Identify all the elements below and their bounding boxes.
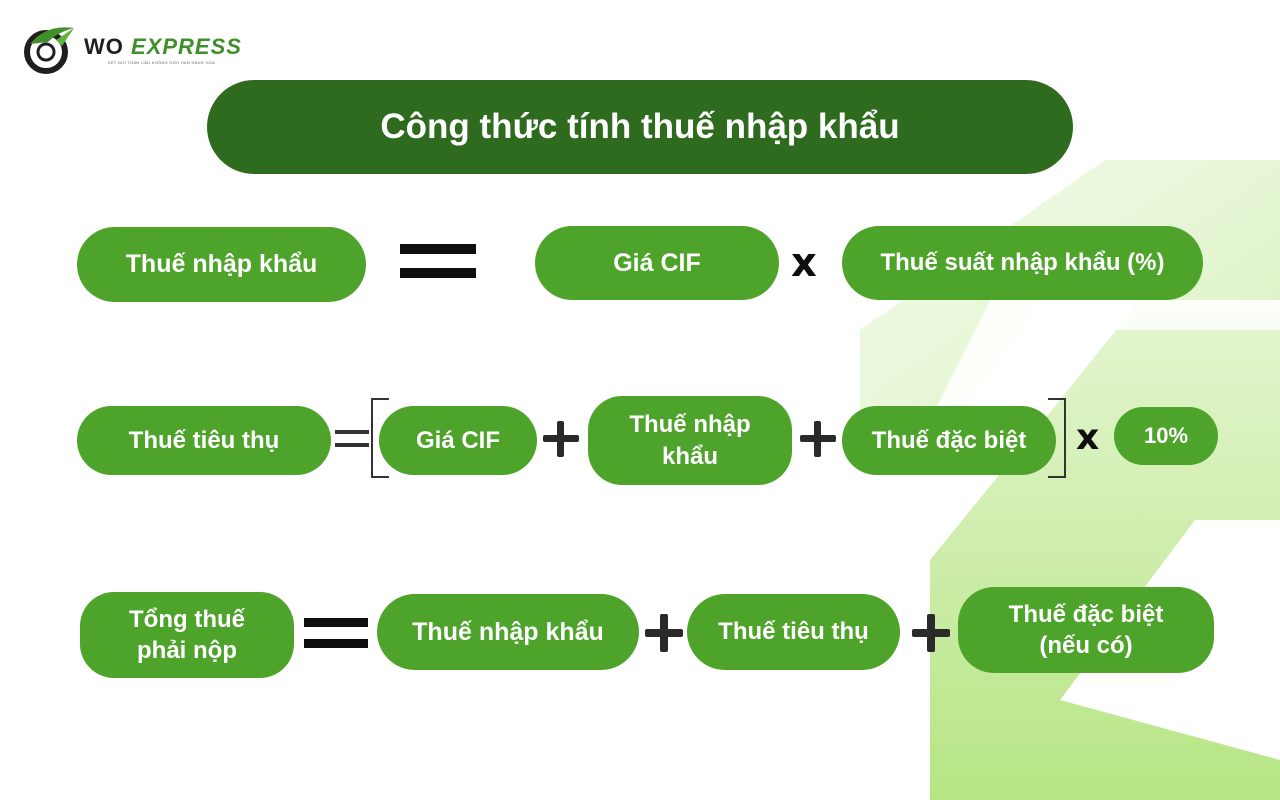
logo-text-express: EXPRESS <box>131 34 242 59</box>
f2-plus1-icon <box>543 421 579 457</box>
page-title: Công thức tính thuế nhập khẩu <box>380 107 900 146</box>
f2-right-bracket <box>1048 398 1066 478</box>
f2-term2-label-line2: khẩu <box>661 442 718 470</box>
f2-term1-label: Giá CIF <box>415 426 500 454</box>
f2-term3-label: Thuế đặc biệt <box>871 426 1027 454</box>
f3-term3-label-line2: (nếu có) <box>1039 632 1133 659</box>
f2-rate-label: 10% <box>1143 422 1189 448</box>
f1-result-label: Thuế nhập khẩu <box>125 250 318 279</box>
f3-equals-icon <box>304 618 368 650</box>
f2-term2-label-line1: Thuế nhập <box>629 411 751 439</box>
f2-term3-pill: Thuế đặc biệt <box>842 406 1056 475</box>
f2-left-bracket <box>371 398 389 478</box>
f3-plus2-icon <box>912 614 950 652</box>
f1-term1-pill: Giá CIF <box>535 226 779 300</box>
f1-term1-label: Giá CIF <box>613 248 701 277</box>
f3-result-label-line2: phải nộp <box>137 637 237 664</box>
f3-result-label-line1: Tổng thuế <box>129 605 245 633</box>
f1-multiply-icon: x <box>791 240 817 286</box>
f2-equals-icon <box>335 430 369 452</box>
f2-result-pill: Thuế tiêu thụ <box>77 406 331 475</box>
brand-logo: WO EXPRESS KẾT NỐI TOÀN CẦU KHÔNG GIỚI H… <box>22 22 252 78</box>
f1-term2-pill: Thuế suất nhập khẩu (%) <box>842 226 1203 300</box>
f3-term2-label: Thuế tiêu thụ <box>718 618 869 646</box>
f3-term3-pill: Thuế đặc biệt (nếu có) <box>958 587 1214 673</box>
f3-term3-label-line1: Thuế đặc biệt <box>1008 600 1164 628</box>
title-banner: Công thức tính thuế nhập khẩu <box>207 80 1073 174</box>
f1-term2-label: Thuế suất nhập khẩu (%) <box>880 249 1165 277</box>
f3-term1-label: Thuế nhập khẩu <box>412 617 604 646</box>
f3-term2-pill: Thuế tiêu thụ <box>687 594 900 670</box>
f2-result-label: Thuế tiêu thụ <box>128 426 280 454</box>
logo-mark-icon <box>24 27 74 74</box>
logo-text-wo: WO <box>84 34 124 59</box>
f2-multiply-icon: x <box>1076 417 1100 458</box>
f2-term2-pill: Thuế nhập khẩu <box>588 396 792 485</box>
f2-rate-pill: 10% <box>1114 407 1218 465</box>
f3-term1-pill: Thuế nhập khẩu <box>377 594 639 670</box>
f2-term1-pill: Giá CIF <box>379 406 537 475</box>
f3-result-pill: Tổng thuế phải nộp <box>80 592 294 678</box>
f3-plus1-icon <box>645 614 683 652</box>
f1-equals-icon <box>400 244 476 280</box>
f2-plus2-icon <box>800 421 836 457</box>
logo-tagline: KẾT NỐI TOÀN CẦU KHÔNG GIỚI HẠN HÀNG HOÁ <box>108 60 216 65</box>
f1-result-pill: Thuế nhập khẩu <box>77 227 366 302</box>
